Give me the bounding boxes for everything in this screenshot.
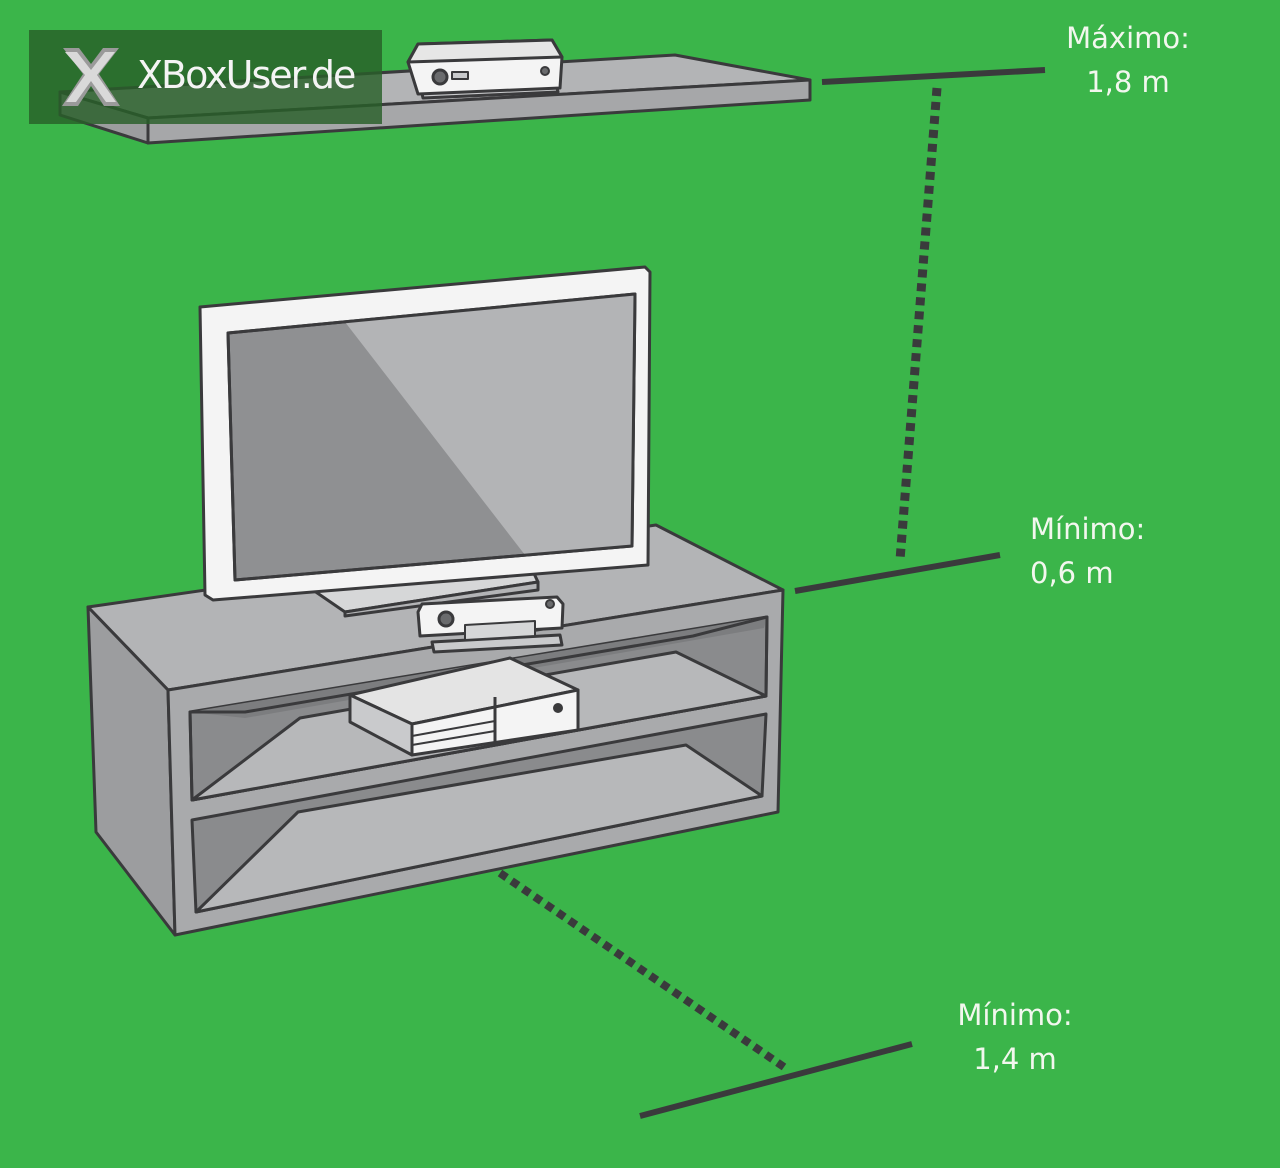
console (348, 656, 580, 757)
height-dotted-line (895, 87, 942, 561)
min-distance-marker-line (639, 1041, 913, 1119)
min-height-title: Mínimo: (1030, 512, 1146, 546)
min-distance-label: Mínimo: 1,4 m (950, 993, 1080, 1081)
watermark: XBoxUser.de (29, 30, 382, 124)
kinect-sensor-stand (416, 595, 565, 654)
max-height-marker-line (821, 67, 1046, 85)
max-height-title: Máximo: (1066, 21, 1190, 55)
max-height-label: Máximo: 1,8 m (1058, 16, 1198, 104)
max-height-value: 1,8 m (1086, 65, 1170, 99)
watermark-text: XBoxUser.de (137, 53, 356, 97)
television (198, 265, 652, 618)
min-height-label: Mínimo: 0,6 m (1030, 507, 1145, 595)
min-height-value: 0,6 m (1030, 556, 1114, 590)
x-logo-icon (62, 48, 120, 106)
measurement-lines (497, 67, 1046, 1119)
min-distance-value: 1,4 m (973, 1042, 1057, 1076)
min-distance-title: Mínimo: (957, 998, 1073, 1032)
min-height-marker-line (794, 552, 1001, 594)
distance-dotted-line (497, 869, 787, 1071)
kinect-sensor-top (406, 38, 564, 100)
